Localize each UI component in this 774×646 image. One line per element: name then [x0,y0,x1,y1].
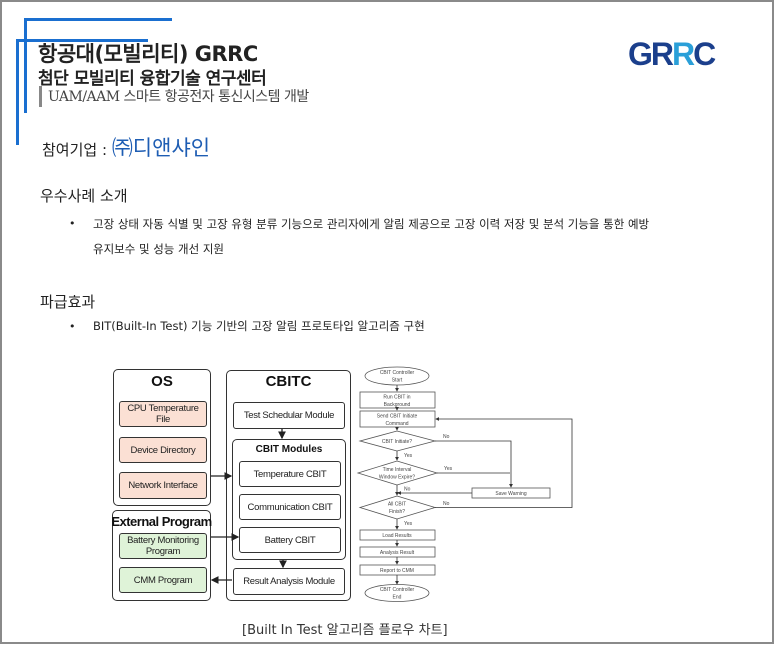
section-title: 우수사례 소개 [40,187,128,205]
cbit-modules-box [232,439,346,560]
participant: 참여기업 : ㈜디앤샤인 [42,132,210,162]
flow-label: Load Results [382,533,412,539]
result-module: Result Analysis Module [233,568,345,595]
flow-report [359,564,436,576]
flow-no: No [443,501,450,507]
cbit-modules-title: CBIT Modules [255,444,323,455]
page-subtitle: 첨단 모빌리티 융합기술 연구센터 [38,69,267,89]
flow-label: Finish? [389,509,405,515]
cbit-module: Communication CBIT [239,494,341,520]
os-item: Device Directory [119,437,207,463]
page-title: 항공대(모빌리티) GRRC [38,42,258,66]
section-title: 파급효과 [40,293,96,311]
flow-label: Analysis Result [380,550,415,556]
flow-yes: Yes [404,521,413,527]
project-name: UAM/AAM 스마트 항공전자 통신시스템 개발 [48,89,309,105]
flow-label: Window Expire? [379,475,415,481]
accent-line [24,18,172,21]
accent-line [16,39,19,145]
cbit-module: Battery CBIT [239,527,341,553]
flow-arrows [395,385,573,585]
flow-label: Start [392,378,403,384]
cbitc-title: CBITC [265,373,312,390]
flow-yes: Yes [404,453,413,459]
flow-label: CBIT Initiate? [382,439,412,445]
flow-decision-finish [358,495,437,520]
flow-label: End [393,595,402,601]
bullet-text: 고장 상태 자동 식별 및 고장 유형 분류 기능으로 관리자에게 알림 제공으… [93,217,650,231]
scheduler-module: Test Schedular Module [233,402,345,429]
flow-label: Send CBIT Initiate [377,414,418,420]
flow-label: Background [384,402,411,408]
flow-label: Command [385,421,408,427]
cbit-module: Temperature CBIT [239,461,341,487]
flow-decision-interval [356,460,439,486]
os-item: CPU Temperature File [119,401,207,427]
flow-load [359,529,436,541]
flow-no: No [404,487,411,493]
flow-no: No [443,434,450,440]
external-item: CMM Program [119,567,207,593]
flow-yes: Yes [444,466,453,472]
bullet: • [69,217,76,230]
bullet-text: 유지보수 및 성능 개선 지원 [93,242,225,256]
accent-line [24,18,27,113]
external-item: Battery Monitoring Program [119,533,207,559]
grrc-logo: GRRC [628,36,716,72]
figure-caption: [Built In Test 알고리즘 플로우 차트] [242,623,448,638]
flow-label: CBIT Controller [380,587,415,593]
divider [39,86,42,107]
flow-label: Time Interval [383,467,412,473]
flow-label: Save Warning [495,491,526,497]
flow-label: All CBIT [388,502,406,508]
participant-label: 참여기업 : [42,141,108,159]
external-title: External Program [111,514,212,529]
flow-analysis [359,546,436,558]
bullet-text: BIT(Built-In Test) 기능 기반의 고장 알림 프로토타입 알고… [93,319,425,333]
flow-label: CBIT Controller [380,370,415,376]
os-title: OS [151,373,173,390]
bullet: • [69,320,76,333]
flow-label: Run CBIT in [383,395,410,401]
flow-label: Report to CMM [380,568,414,574]
company-name: ㈜디앤샤인 [111,136,211,160]
os-item: Network Interface [119,472,207,499]
accent-line [16,39,148,42]
